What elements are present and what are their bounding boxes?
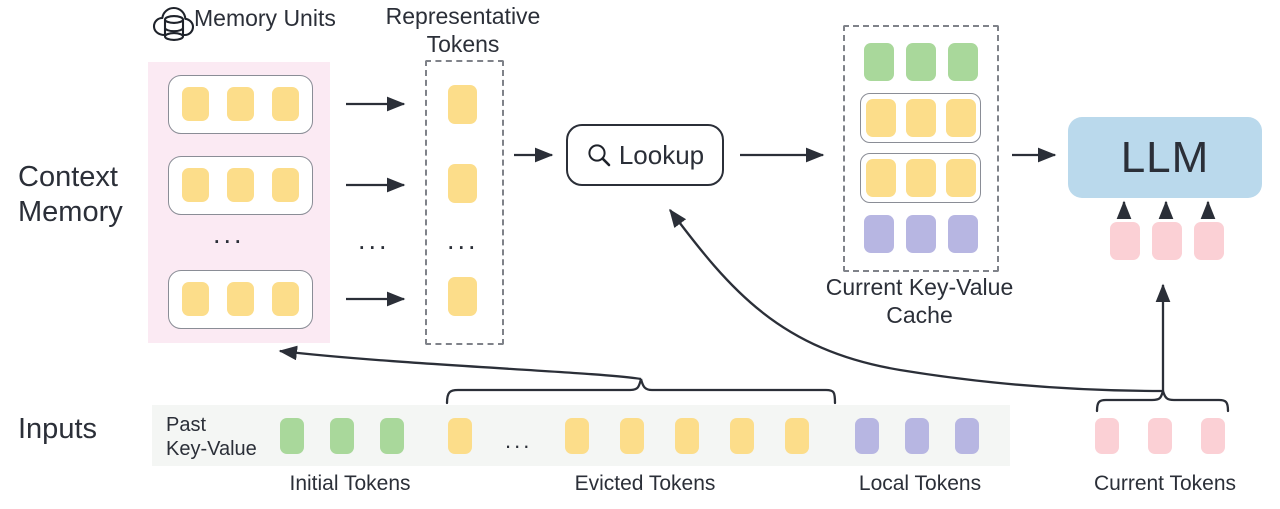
input-tokens-ellipsis: ...: [505, 428, 533, 453]
input-token-current: [1095, 418, 1119, 454]
lookup-label: Lookup: [618, 139, 705, 170]
memory-token-chip: [182, 87, 209, 121]
kv-cache-row-local: [862, 212, 978, 256]
caption-initial-tokens: Initial Tokens: [289, 472, 411, 495]
memory-unit[interactable]: [168, 75, 313, 134]
input-token-current: [1148, 418, 1172, 454]
current-token-chip: [1152, 222, 1182, 260]
representative-token-chip: [448, 85, 477, 124]
memory-units-ellipsis: ...: [213, 219, 245, 249]
kv-cache-row-retrieved: [860, 153, 981, 203]
representative-tokens-box: [425, 60, 504, 345]
input-token-evicted: [448, 418, 472, 454]
kv-chip: [864, 215, 894, 253]
kv-cache-row-retrieved: [860, 93, 981, 143]
representative-tokens-ellipsis: ...: [447, 225, 479, 255]
input-token-local: [905, 418, 929, 454]
input-token-evicted: [620, 418, 644, 454]
memory-token-chip: [182, 282, 209, 316]
current-token-chip: [1194, 222, 1224, 260]
memory-token-chip: [272, 282, 299, 316]
input-token-initial: [380, 418, 404, 454]
representative-token-chip: [448, 164, 477, 203]
search-icon: [588, 144, 611, 167]
kv-cache-row-initial: [862, 40, 978, 84]
memory-token-chip: [272, 87, 299, 121]
representative-token-chip: [448, 277, 477, 316]
arrow-evicted-to-context-memory: [278, 345, 642, 381]
current-token-chip: [1110, 222, 1140, 260]
memory-unit[interactable]: [168, 156, 313, 215]
caption-local-tokens: Local Tokens: [858, 472, 982, 495]
memory-token-chip: [227, 168, 254, 202]
kv-chip: [906, 43, 936, 81]
mapping-ellipsis: ...: [358, 225, 390, 255]
kv-chip: [866, 159, 896, 197]
kv-chip: [866, 99, 896, 137]
memory-unit[interactable]: [168, 270, 313, 329]
memory-token-chip: [272, 168, 299, 202]
kv-chip: [906, 215, 936, 253]
input-token-initial: [280, 418, 304, 454]
input-token-evicted: [675, 418, 699, 454]
memory-units-label: Memory Units: [194, 5, 336, 31]
kv-chip: [948, 215, 978, 253]
memory-token-chip: [227, 87, 254, 121]
cloud-database-icon: [152, 6, 195, 41]
input-token-current: [1201, 418, 1225, 454]
input-token-evicted: [730, 418, 754, 454]
lookup-box[interactable]: Lookup: [566, 124, 724, 186]
brace-evicted-tokens: [445, 378, 837, 405]
kv-chip: [948, 43, 978, 81]
memory-token-chip: [182, 168, 209, 202]
memory-token-chip: [227, 282, 254, 316]
input-token-local: [955, 418, 979, 454]
input-token-local: [855, 418, 879, 454]
kv-chip: [906, 99, 936, 137]
llm-label: LLM: [1120, 132, 1210, 182]
brace-current-tokens: [1095, 386, 1230, 413]
kv-chip: [946, 159, 976, 197]
input-token-initial: [330, 418, 354, 454]
caption-evicted-tokens: Evicted Tokens: [574, 472, 716, 495]
input-token-evicted: [785, 418, 809, 454]
kv-chip: [864, 43, 894, 81]
caption-current-tokens: Current Tokens: [1093, 472, 1237, 495]
input-token-evicted: [565, 418, 589, 454]
llm-box[interactable]: LLM: [1068, 117, 1262, 198]
kv-chip: [946, 99, 976, 137]
inputs-label: Inputs: [18, 413, 97, 445]
kv-chip: [906, 159, 936, 197]
